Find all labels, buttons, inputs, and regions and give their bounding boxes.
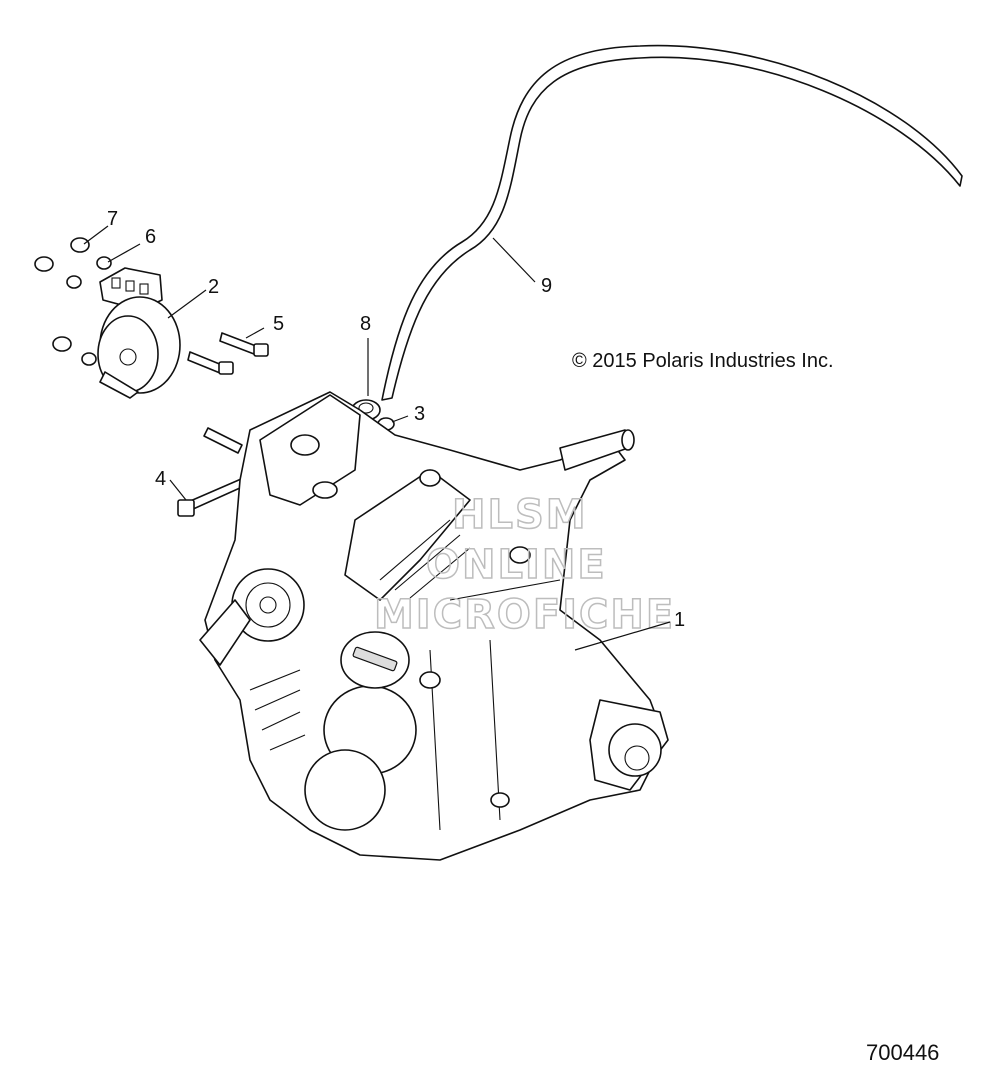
callout-4: 4 [155, 468, 166, 490]
copyright-notice: © 2015 Polaris Industries Inc. [572, 350, 834, 372]
actuator-part [97, 267, 181, 399]
document-number: 700446 [866, 1040, 939, 1065]
leader-lines [83, 225, 671, 651]
leader-3 [391, 415, 409, 423]
callouts: 1 2 3 4 5 6 7 8 9 [107, 208, 685, 631]
watermark-line-1: HLSM [452, 492, 588, 538]
leader-1 [574, 621, 671, 651]
watermark-line-2: ONLINE [426, 542, 607, 588]
callout-1: 1 [674, 609, 685, 631]
callout-3: 3 [414, 403, 425, 425]
callout-6: 6 [145, 226, 156, 248]
leader-2 [167, 289, 207, 319]
callout-5: 5 [273, 313, 284, 335]
leader-6 [107, 243, 141, 263]
leader-4 [169, 479, 187, 501]
nut-part-7 [34, 237, 90, 352]
bolt-part-5 [187, 332, 269, 375]
transmission-part [199, 391, 669, 861]
leader-9 [492, 237, 536, 283]
watermark: HLSM ONLINE MICROFICHE [373, 491, 675, 639]
callout-9: 9 [541, 275, 552, 297]
callout-8: 8 [360, 313, 371, 335]
leader-5 [245, 327, 265, 339]
vent-hose-part [381, 44, 963, 401]
callout-2: 2 [208, 276, 219, 298]
washer-part-6 [66, 256, 112, 366]
leader-7 [83, 225, 109, 245]
bolt-part-4 [177, 427, 252, 517]
watermark-line-3: MICROFICHE [374, 592, 675, 638]
callout-7: 7 [107, 208, 118, 230]
